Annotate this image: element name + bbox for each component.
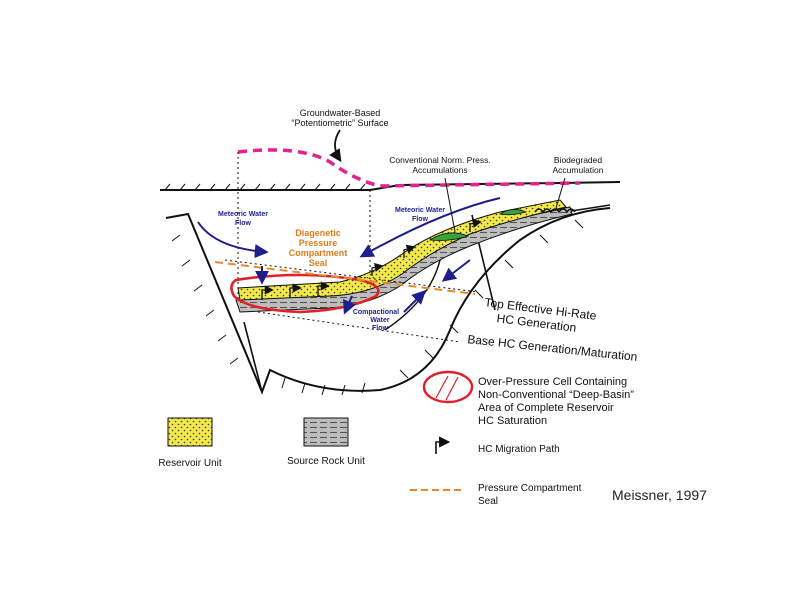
diagenetic-label-4: Seal bbox=[309, 258, 328, 268]
basin-hatch bbox=[171, 219, 584, 396]
compactional-label-2: Water bbox=[370, 317, 389, 324]
biodegraded-label-1: Biodegraded bbox=[554, 155, 602, 165]
meteoric-flow-arrow-left bbox=[197, 221, 269, 259]
compactional-label-1: Compactional bbox=[353, 309, 399, 316]
legend-overpressure-1: Over-Pressure Cell Containing bbox=[478, 376, 627, 388]
reservoir-layer-main bbox=[237, 199, 567, 301]
compactional-label-3: Flow bbox=[372, 325, 388, 332]
legend-overpressure-2: Non-Conventional “Deep-Basin” bbox=[478, 389, 634, 401]
seal-line bbox=[214, 261, 476, 295]
biodegraded-label-2: Accumulation bbox=[552, 165, 603, 175]
groundwater-label-2: “Potentiometric” Surface bbox=[291, 118, 388, 128]
diagenetic-label-1: Diagenetic bbox=[295, 228, 341, 238]
biodegraded-accumulation bbox=[534, 208, 576, 214]
compactional-flow-arrow-3 bbox=[441, 259, 471, 282]
basin-outline bbox=[165, 207, 611, 395]
compactional-flow-arrow-1 bbox=[343, 295, 356, 315]
conventional-accumulation-2 bbox=[498, 209, 528, 216]
conventional-callout-line bbox=[444, 177, 456, 233]
meteoric-right-label-1: Meteoric Water bbox=[395, 207, 445, 214]
groundwater-label-1: Groundwater-Based bbox=[300, 108, 381, 118]
biodegraded-callout-line bbox=[555, 177, 566, 209]
base-hc-label: Base HC Generation/Maturation bbox=[467, 332, 638, 364]
legend-seal-1: Pressure Compartment bbox=[478, 483, 582, 494]
conventional-label-1: Conventional Norm. Press. bbox=[389, 155, 491, 165]
meteoric-left-label-2: Flow bbox=[235, 220, 251, 227]
meteoric-left-label-1: Meteoric Water bbox=[218, 211, 268, 218]
legend-overpressure-swatch bbox=[422, 370, 474, 404]
fault-left bbox=[243, 321, 263, 393]
legend-reservoir-label: Reservoir Unit bbox=[158, 458, 222, 469]
conventional-accumulation bbox=[428, 232, 470, 241]
hc-migration-arrows bbox=[261, 218, 482, 300]
groundwater-callout-arrow bbox=[329, 129, 342, 163]
legend-reservoir-swatch bbox=[167, 417, 213, 447]
conventional-label-2: Accumulations bbox=[412, 165, 467, 175]
legend-migration-label: HC Migration Path bbox=[478, 444, 560, 455]
diagenetic-label-3: Compartment bbox=[289, 248, 348, 258]
legend-seal-2: Seal bbox=[478, 496, 498, 507]
surface-hatch bbox=[164, 183, 366, 191]
compactional-flow-arrow-2 bbox=[403, 290, 426, 313]
legend-source-label: Source Rock Unit bbox=[287, 456, 365, 467]
legend-source-swatch bbox=[303, 417, 349, 447]
diagenetic-label-2: Pressure bbox=[299, 238, 338, 248]
meteoric-right-label-2: Flow bbox=[412, 216, 428, 223]
meteoric-flow-arrow-right bbox=[359, 197, 501, 258]
base-hc-line bbox=[257, 311, 461, 343]
legend-overpressure-3: Area of Complete Reservoir bbox=[478, 402, 614, 414]
legend-migration-arrow bbox=[435, 436, 451, 454]
credit-label: Meissner, 1997 bbox=[612, 487, 707, 503]
legend-overpressure-4: HC Saturation bbox=[478, 415, 547, 427]
